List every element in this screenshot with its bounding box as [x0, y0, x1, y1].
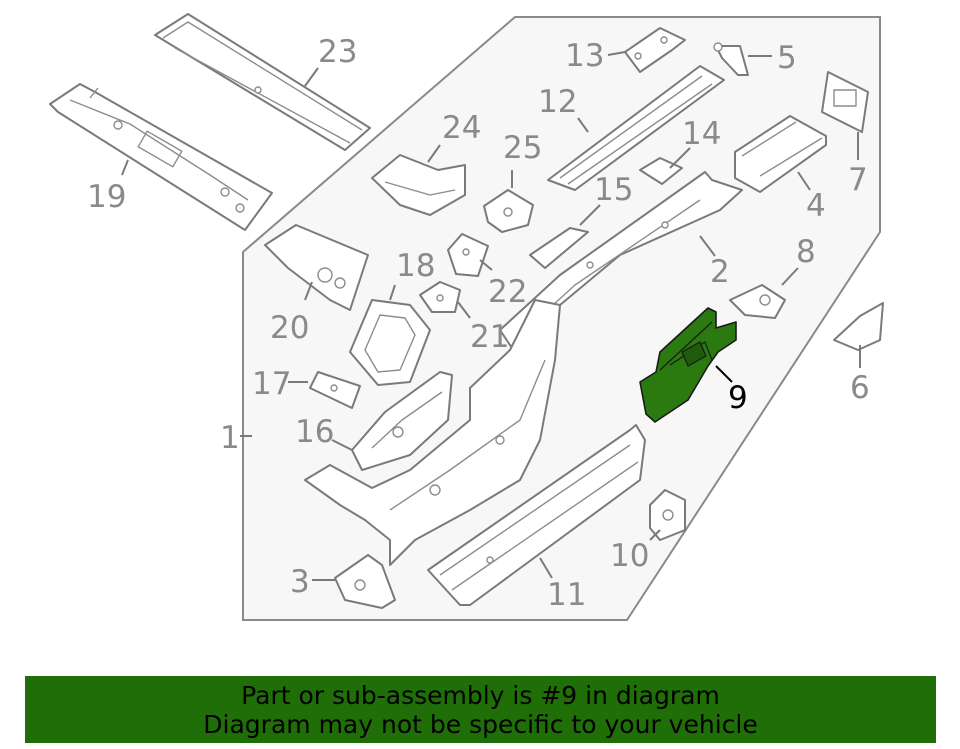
part-10[interactable] — [649, 489, 686, 541]
callout-21[interactable]: 21 — [470, 319, 509, 355]
callout-15[interactable]: 15 — [594, 172, 633, 208]
part-19[interactable] — [49, 83, 273, 231]
part-4[interactable] — [734, 115, 827, 193]
part-20[interactable] — [264, 224, 369, 311]
part-1-floor-assembly[interactable] — [304, 299, 561, 566]
footer-banner: Part or sub-assembly is #9 in diagram Di… — [25, 676, 936, 743]
part-24[interactable] — [371, 154, 466, 216]
callout-2[interactable]: 2 — [710, 254, 730, 290]
leader-lines — [121, 51, 861, 581]
callout-17[interactable]: 17 — [252, 366, 291, 402]
part-7[interactable] — [821, 71, 869, 133]
callout-14[interactable]: 14 — [682, 116, 721, 152]
part-15[interactable] — [529, 227, 589, 269]
callout-6[interactable]: 6 — [850, 370, 870, 406]
callout-7[interactable]: 7 — [848, 162, 868, 198]
footer-line-2: Diagram may not be specific to your vehi… — [203, 710, 758, 739]
part-6[interactable] — [833, 302, 884, 351]
callout-25[interactable]: 25 — [503, 130, 542, 166]
callout-10[interactable]: 10 — [610, 538, 649, 574]
callout-23[interactable]: 23 — [318, 34, 357, 70]
part-13[interactable] — [624, 27, 686, 73]
callout-11[interactable]: 11 — [547, 577, 586, 613]
callout-13[interactable]: 13 — [565, 38, 604, 74]
callout-22[interactable]: 22 — [488, 274, 527, 310]
callout-12[interactable]: 12 — [538, 84, 577, 120]
callout-16[interactable]: 16 — [295, 414, 334, 450]
part-14[interactable] — [639, 157, 683, 185]
callout-8[interactable]: 8 — [796, 234, 816, 270]
callout-5[interactable]: 5 — [777, 40, 797, 76]
callout-4[interactable]: 4 — [806, 188, 826, 224]
part-18[interactable] — [349, 299, 431, 386]
callout-9[interactable]: 9 — [728, 380, 748, 416]
part-9-highlighted[interactable] — [639, 307, 737, 423]
footer-line-1: Part or sub-assembly is #9 in diagram — [241, 681, 720, 710]
callout-19[interactable]: 19 — [87, 179, 126, 215]
part-25[interactable] — [483, 189, 534, 233]
part-11[interactable] — [427, 424, 646, 606]
part-21[interactable] — [419, 281, 461, 313]
part-17[interactable] — [309, 371, 361, 409]
part-16[interactable] — [351, 371, 453, 471]
part-3[interactable] — [334, 554, 396, 609]
part-23[interactable] — [154, 13, 371, 151]
callout-24[interactable]: 24 — [442, 110, 481, 146]
callout-18[interactable]: 18 — [396, 248, 435, 284]
part-12[interactable] — [547, 65, 725, 191]
parts-diagram: 23 19 13 5 12 7 4 24 25 14 15 2 20 18 22… — [49, 13, 884, 621]
callouts: 23 19 13 5 12 7 4 24 25 14 15 2 20 18 22… — [87, 34, 870, 613]
callout-3[interactable]: 3 — [290, 564, 310, 600]
part-5[interactable] — [713, 42, 749, 76]
callout-1[interactable]: 1 — [220, 420, 240, 456]
part-8[interactable] — [729, 284, 786, 319]
callout-20[interactable]: 20 — [270, 310, 309, 346]
part-22[interactable] — [447, 233, 489, 277]
